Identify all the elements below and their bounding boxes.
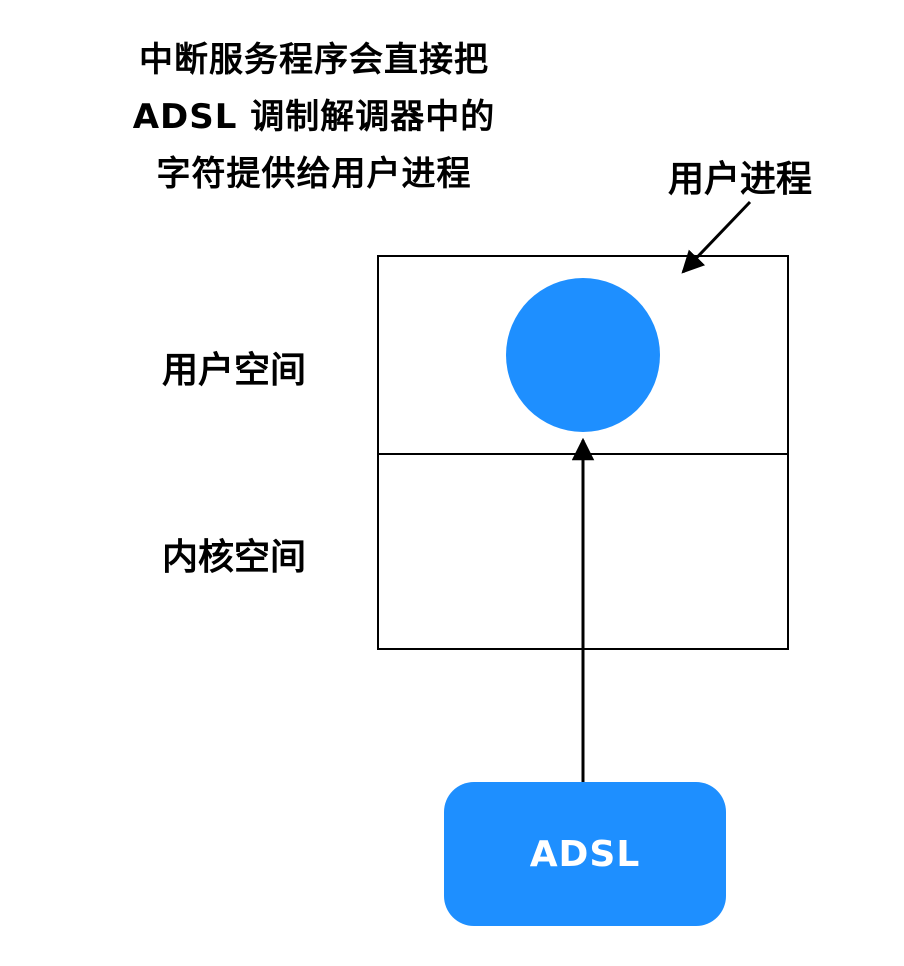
caption-line-2: ADSL 调制解调器中的 — [132, 97, 496, 137]
user-process-label: 用户进程 — [668, 159, 813, 200]
adsl-label: ADSL — [529, 833, 641, 875]
caption-line-1: 中断服务程序会直接把 — [139, 40, 489, 80]
caption: 中断服务程序会直接把 ADSL 调制解调器中的 字符提供给用户进程 — [90, 32, 538, 203]
caption-line-3: 字符提供给用户进程 — [156, 154, 472, 194]
kernel-space-region — [379, 453, 787, 649]
adsl-box: ADSL — [444, 782, 726, 926]
kernel-space-label: 内核空间 — [162, 537, 307, 578]
user-space-label: 用户空间 — [162, 350, 307, 391]
space-divider-line — [379, 452, 787, 455]
user-process-circle — [506, 278, 660, 432]
